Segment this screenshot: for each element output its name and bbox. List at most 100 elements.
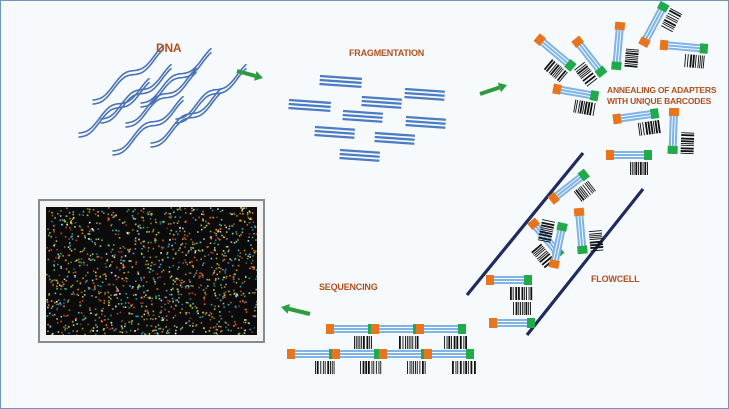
cluster-dot	[194, 219, 197, 221]
cluster-dot	[107, 291, 109, 294]
cluster-dot	[186, 285, 188, 287]
cluster-dot	[246, 213, 249, 216]
cluster-dot	[149, 296, 151, 299]
cluster-dot	[168, 243, 170, 246]
cluster-dot	[110, 271, 113, 274]
cluster-dot	[159, 263, 162, 266]
cluster-dot	[83, 261, 85, 264]
cluster-dot	[213, 317, 215, 320]
cluster-dot	[62, 255, 64, 257]
cluster-dot	[189, 298, 192, 300]
barcode-bar	[667, 12, 680, 20]
cluster-dot	[64, 327, 67, 330]
barcode-bar	[625, 52, 639, 56]
dna-fragments	[288, 74, 446, 162]
cluster-dot	[233, 281, 235, 283]
cluster-dot	[229, 258, 232, 261]
cluster-dot	[230, 241, 233, 243]
barcode-bar	[580, 70, 592, 80]
cluster-dot	[92, 327, 95, 329]
read-body	[489, 276, 529, 284]
cluster-dot	[223, 276, 225, 279]
cluster-dot	[234, 258, 236, 261]
cluster-dot	[67, 301, 69, 303]
cluster-dot	[84, 281, 87, 283]
cluster-dot	[196, 208, 198, 211]
cluster-dot	[151, 213, 153, 215]
cluster-dot	[89, 330, 91, 333]
cluster-dot	[199, 272, 201, 274]
cluster-dot	[222, 259, 224, 262]
dna-strand	[175, 67, 247, 124]
cluster-dot	[189, 281, 191, 283]
barcode-bar	[681, 134, 695, 137]
barcode-bar	[363, 336, 365, 349]
cluster-dot	[245, 319, 247, 321]
cluster-dot	[177, 301, 180, 303]
barcode-bar	[680, 150, 694, 153]
cluster-dot	[209, 318, 212, 321]
cluster-dot	[248, 253, 251, 256]
cluster-dot	[147, 211, 149, 214]
barcode-bar	[697, 55, 700, 69]
fragment-strand	[288, 102, 331, 109]
fragment-strand	[342, 117, 383, 123]
cluster-dot	[255, 233, 257, 235]
cluster-dot	[238, 235, 241, 237]
barcode-bar	[575, 63, 587, 73]
cluster-dot	[151, 330, 154, 332]
cluster-dot	[107, 213, 110, 216]
cluster-dot	[241, 228, 244, 230]
barcode-bar	[536, 250, 548, 260]
cluster-dot	[246, 211, 249, 214]
cluster-dot	[217, 243, 219, 246]
cluster-dot	[100, 291, 102, 294]
barcode-bar	[416, 336, 419, 349]
cluster-dot	[245, 207, 247, 209]
cluster-dot	[166, 330, 169, 332]
cluster-dot	[59, 215, 62, 217]
cluster-dot	[153, 329, 155, 332]
cluster-dot	[231, 225, 233, 227]
cluster-dot	[243, 221, 246, 223]
cluster-dot	[100, 320, 103, 322]
cluster-dot	[46, 301, 49, 304]
cluster-dot	[148, 271, 151, 273]
read-body	[550, 171, 587, 203]
cluster-dot	[235, 269, 238, 272]
barcode-bar	[333, 361, 335, 374]
cluster-dot	[194, 250, 197, 252]
cluster-dot	[220, 299, 222, 302]
cluster-dot	[213, 285, 216, 287]
cluster-dot	[172, 257, 175, 260]
cluster-dot	[89, 307, 91, 309]
cluster-dot	[87, 233, 90, 235]
cluster-dot	[219, 228, 222, 230]
barcode-bar	[459, 361, 462, 374]
barcode-bar	[584, 182, 594, 194]
cluster-dot	[76, 293, 78, 296]
dna-strand	[150, 87, 222, 144]
cluster-dot	[146, 231, 148, 233]
cluster-dot	[143, 256, 145, 258]
cluster-dot	[160, 310, 163, 312]
adapter-green	[589, 90, 600, 102]
cluster-dot	[183, 236, 185, 239]
barcode-bar	[371, 361, 373, 374]
cluster-dot	[190, 238, 192, 241]
cluster-dot	[134, 243, 137, 245]
annealing-label-line2: WITH UNIQUE BARCODES	[607, 96, 712, 106]
cluster-dot	[135, 280, 137, 283]
cluster-dot	[186, 263, 189, 266]
cluster-dot	[185, 254, 187, 256]
cluster-dot	[158, 266, 160, 268]
cluster-dot	[63, 314, 65, 317]
cluster-dot	[205, 287, 207, 290]
cluster-dot	[117, 290, 120, 293]
cluster-dot	[189, 305, 192, 307]
barcode-bar	[581, 101, 586, 115]
cluster-dot	[228, 225, 231, 227]
cluster-dot	[212, 326, 215, 329]
dna-fragment	[405, 115, 446, 129]
